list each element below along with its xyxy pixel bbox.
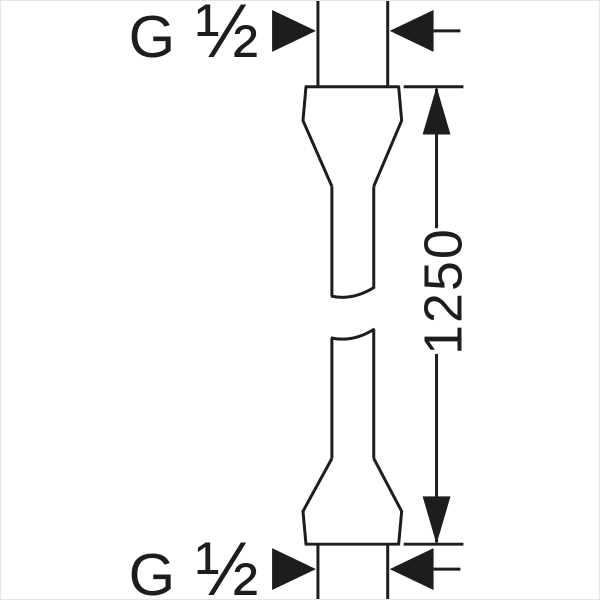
bottom-left-arrow-icon bbox=[272, 548, 316, 591]
bottom-thread-label: G ½ bbox=[129, 527, 259, 599]
bottom-connector bbox=[301, 457, 404, 546]
top-thread-fraction: ½ bbox=[195, 1, 258, 74]
top-thread-letter: G bbox=[129, 3, 176, 70]
length-dimension: 1250 bbox=[403, 85, 474, 546]
top-connector bbox=[301, 85, 404, 187]
dimension-arrow-up-icon bbox=[422, 86, 451, 135]
length-dimension-value: 1250 bbox=[414, 227, 474, 355]
dimension-arrow-down-icon bbox=[422, 496, 451, 545]
bottom-right-arrow-icon bbox=[389, 548, 434, 591]
hose-break-lower-edge bbox=[330, 327, 376, 341]
hose-break-upper-edge bbox=[330, 285, 376, 299]
top-right-arrow-icon bbox=[389, 9, 434, 52]
bottom-thread-fraction: ½ bbox=[195, 527, 258, 599]
bottom-thread-arrows bbox=[272, 548, 461, 591]
top-left-arrow-icon bbox=[272, 9, 316, 52]
top-thread-label: G ½ bbox=[129, 1, 259, 74]
bottom-thread-letter: G bbox=[129, 541, 176, 599]
top-thread-arrows bbox=[272, 9, 461, 52]
hose-drawing bbox=[301, 1, 404, 599]
